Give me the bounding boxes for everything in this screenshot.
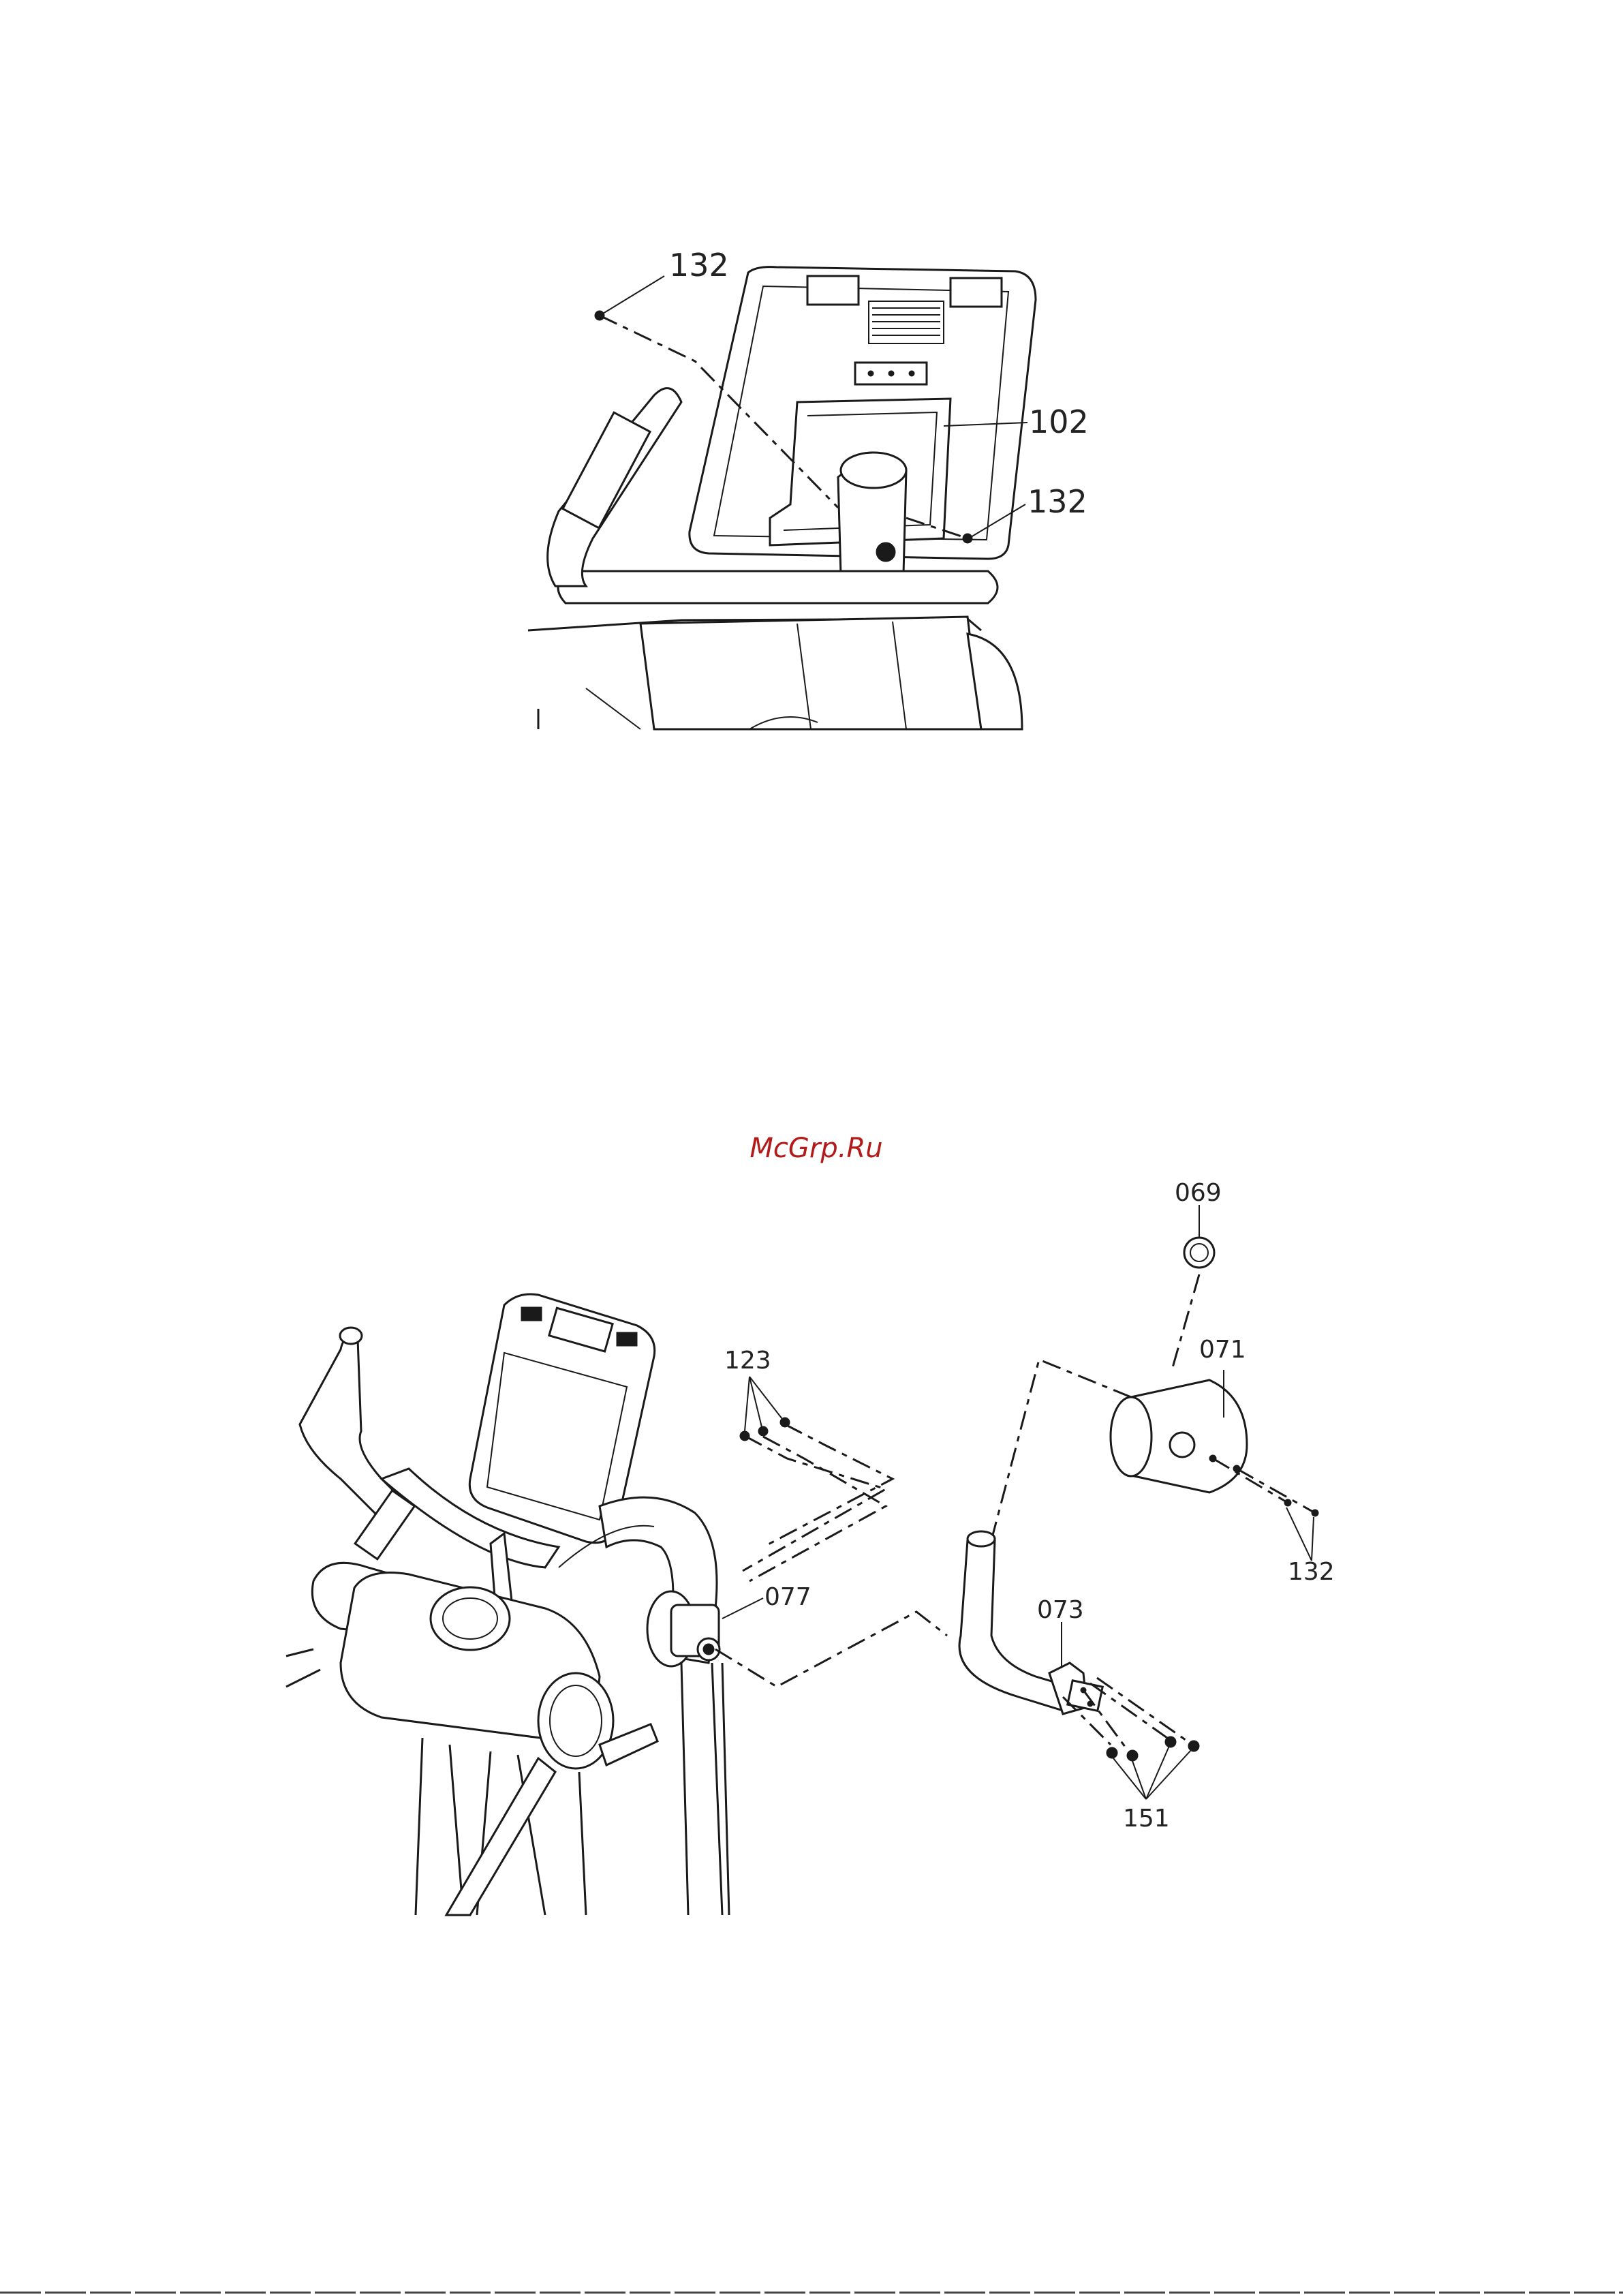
callout-102: 102	[1029, 403, 1089, 440]
callout-132-top-left: 132	[669, 247, 729, 284]
watermark: McGrp.Ru	[749, 1133, 882, 1164]
washer-069	[1184, 1238, 1214, 1268]
callout-132-right: 132	[1027, 483, 1087, 520]
callout-073: 073	[1037, 1596, 1084, 1624]
callout-077: 077	[764, 1583, 812, 1611]
top-assembly-drawing	[528, 267, 1036, 729]
callout-071: 071	[1199, 1336, 1246, 1364]
callout-151: 151	[1123, 1805, 1170, 1833]
callout-132-bottom: 132	[1288, 1558, 1335, 1586]
callout-069: 069	[1175, 1179, 1222, 1207]
callout-123: 123	[724, 1347, 771, 1375]
cap-071	[1111, 1380, 1247, 1493]
